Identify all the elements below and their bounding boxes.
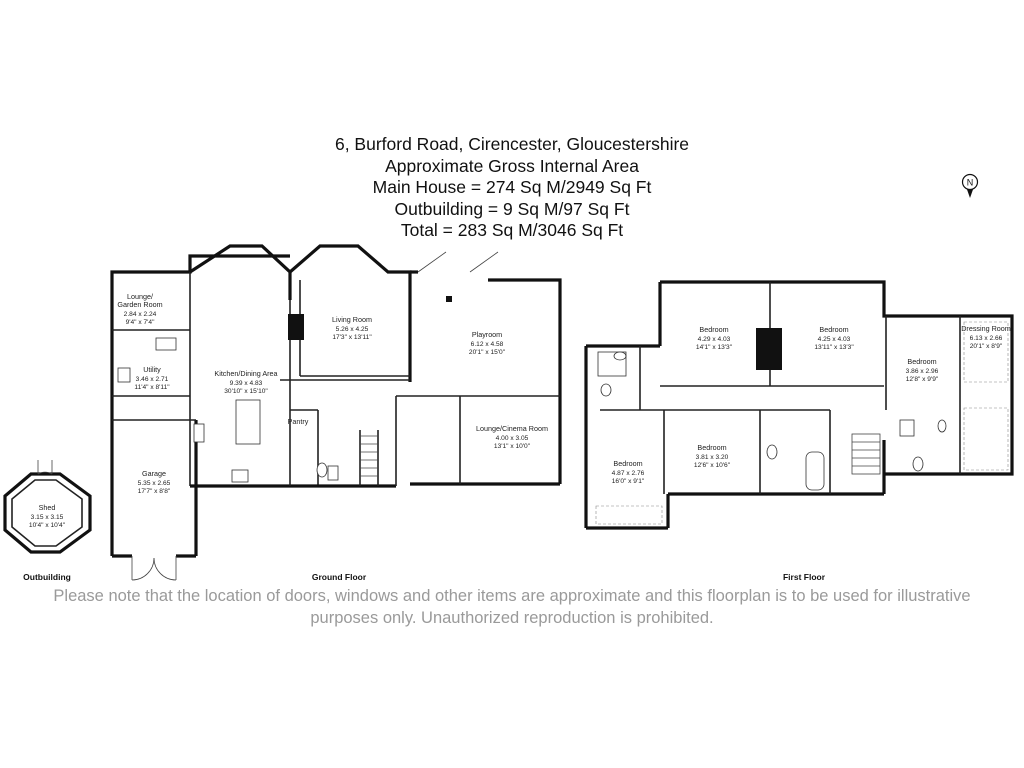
svg-text:11'4" x 8'11": 11'4" x 8'11" bbox=[134, 384, 170, 391]
first-floor-label: First Floor bbox=[783, 572, 826, 582]
main-house-area: Main House = 274 Sq M/2949 Sq Ft bbox=[372, 177, 652, 197]
shed-name: Shed bbox=[39, 503, 56, 512]
svg-text:Garage: Garage bbox=[142, 469, 166, 478]
living-room-label: Living Room 5.26 x 4.25 17'3" x 13'11" bbox=[332, 315, 372, 341]
svg-text:3.81 x 3.20: 3.81 x 3.20 bbox=[696, 454, 729, 461]
svg-text:Lounge/: Lounge/ bbox=[127, 292, 153, 301]
disclaimer-line-1: Please note that the location of doors, … bbox=[53, 587, 971, 605]
ground-floor-walls bbox=[110, 244, 562, 581]
dressing-room-label: Dressing Room 6.13 x 2.66 20'1" x 8'9" bbox=[961, 324, 1011, 350]
svg-text:Utility: Utility bbox=[143, 365, 161, 374]
outbuilding-floor-label: Outbuilding bbox=[23, 572, 71, 582]
svg-text:4.25 x 4.03: 4.25 x 4.03 bbox=[818, 336, 851, 343]
svg-text:20'1" x 15'0": 20'1" x 15'0" bbox=[469, 349, 506, 356]
disclaimer-line-2: purposes only. Unauthorized reproduction… bbox=[310, 609, 714, 627]
svg-text:Dressing Room: Dressing Room bbox=[961, 324, 1011, 333]
svg-text:9.39 x 4.83: 9.39 x 4.83 bbox=[230, 380, 263, 387]
svg-text:13'11" x 13'3": 13'11" x 13'3" bbox=[814, 344, 854, 351]
ground-floor-label: Ground Floor bbox=[312, 572, 367, 582]
garage-label: Garage 5.35 x 2.65 17'7" x 8'8" bbox=[138, 469, 171, 495]
svg-text:2.84 x 2.24: 2.84 x 2.24 bbox=[124, 311, 157, 318]
svg-text:4.00 x 3.05: 4.00 x 3.05 bbox=[496, 435, 529, 442]
svg-text:3.46 x 2.71: 3.46 x 2.71 bbox=[136, 376, 169, 383]
utility-label: Utility 3.46 x 2.71 11'4" x 8'11" bbox=[134, 365, 170, 391]
svg-text:6.13 x 2.66: 6.13 x 2.66 bbox=[970, 335, 1003, 342]
bedroom-4-label: Bedroom 4.87 x 2.76 16'0" x 9'1" bbox=[612, 459, 645, 485]
svg-text:5.35 x 2.65: 5.35 x 2.65 bbox=[138, 480, 171, 487]
svg-text:4.87 x 2.76: 4.87 x 2.76 bbox=[612, 470, 645, 477]
north-label: N bbox=[967, 178, 974, 188]
disclaimer: Please note that the location of doors, … bbox=[0, 585, 1024, 629]
bedroom-1-label: Bedroom 4.29 x 4.03 14'1" x 13'3" bbox=[696, 325, 733, 351]
svg-text:Lounge/Cinema Room: Lounge/Cinema Room bbox=[476, 424, 548, 433]
svg-text:Living Room: Living Room bbox=[332, 315, 372, 324]
kitchen-label: Kitchen/Dining Area 9.39 x 4.83 30'10" x… bbox=[214, 369, 277, 395]
bedroom-5-label: Bedroom 3.81 x 3.20 12'6" x 10'6" bbox=[694, 443, 731, 469]
svg-text:3.86 x 2.96: 3.86 x 2.96 bbox=[906, 368, 939, 375]
svg-text:30'10" x 15'10": 30'10" x 15'10" bbox=[224, 388, 268, 395]
lounge-garden-label: Lounge/ Garden Room 2.84 x 2.24 9'4" x 7… bbox=[117, 292, 162, 326]
north-arrow-icon: N bbox=[961, 173, 979, 198]
first-floor-walls bbox=[584, 280, 1014, 530]
svg-text:17'3" x 13'11": 17'3" x 13'11" bbox=[332, 334, 372, 341]
plan-header: 6, Burford Road, Cirencester, Gloucester… bbox=[0, 134, 1024, 242]
svg-text:Bedroom: Bedroom bbox=[819, 325, 848, 334]
svg-text:12'8" x 9'9": 12'8" x 9'9" bbox=[906, 376, 939, 383]
svg-text:17'7" x 8'8": 17'7" x 8'8" bbox=[138, 488, 171, 495]
svg-text:Playroom: Playroom bbox=[472, 330, 502, 339]
outbuilding-area: Outbuilding = 9 Sq M/97 Sq Ft bbox=[394, 198, 630, 219]
svg-text:Bedroom: Bedroom bbox=[613, 459, 642, 468]
shed-label: Shed 3.15 x 3.15 10'4" x 10'4" bbox=[29, 503, 66, 529]
svg-text:Kitchen/Dining Area: Kitchen/Dining Area bbox=[214, 369, 277, 378]
shed-metric: 3.15 x 3.15 bbox=[31, 514, 64, 521]
cinema-room-label: Lounge/Cinema Room 4.00 x 3.05 13'1" x 1… bbox=[476, 424, 548, 450]
svg-text:16'0" x 9'1": 16'0" x 9'1" bbox=[612, 478, 645, 485]
svg-text:13'1" x 10'0": 13'1" x 10'0" bbox=[494, 443, 531, 450]
svg-text:Bedroom: Bedroom bbox=[907, 357, 936, 366]
svg-text:9'4" x 7'4": 9'4" x 7'4" bbox=[126, 319, 155, 326]
svg-text:5.26 x 4.25: 5.26 x 4.25 bbox=[336, 326, 369, 333]
playroom-label: Playroom 6.12 x 4.58 20'1" x 15'0" bbox=[469, 330, 506, 356]
svg-text:Bedroom: Bedroom bbox=[699, 325, 728, 334]
svg-text:12'6" x 10'6": 12'6" x 10'6" bbox=[694, 462, 731, 469]
shed-imperial: 10'4" x 10'4" bbox=[29, 522, 66, 529]
total-area: Total = 283 Sq M/3046 Sq Ft bbox=[400, 220, 624, 240]
svg-text:14'1" x 13'3": 14'1" x 13'3" bbox=[696, 344, 733, 351]
bedroom-2-label: Bedroom 4.25 x 4.03 13'11" x 13'3" bbox=[814, 325, 854, 351]
area-title: Approximate Gross Internal Area bbox=[385, 155, 639, 176]
address-title: 6, Burford Road, Cirencester, Gloucester… bbox=[334, 134, 690, 154]
svg-text:Bedroom: Bedroom bbox=[697, 443, 726, 452]
svg-text:20'1" x 8'9": 20'1" x 8'9" bbox=[970, 343, 1003, 350]
svg-text:6.12 x 4.58: 6.12 x 4.58 bbox=[471, 341, 504, 348]
shed-outline bbox=[3, 460, 92, 554]
svg-text:4.29 x 4.03: 4.29 x 4.03 bbox=[698, 336, 731, 343]
bedroom-3-label: Bedroom 3.86 x 2.96 12'8" x 9'9" bbox=[906, 357, 939, 383]
svg-text:Garden Room: Garden Room bbox=[117, 300, 162, 309]
pantry-label: Pantry bbox=[288, 417, 309, 426]
